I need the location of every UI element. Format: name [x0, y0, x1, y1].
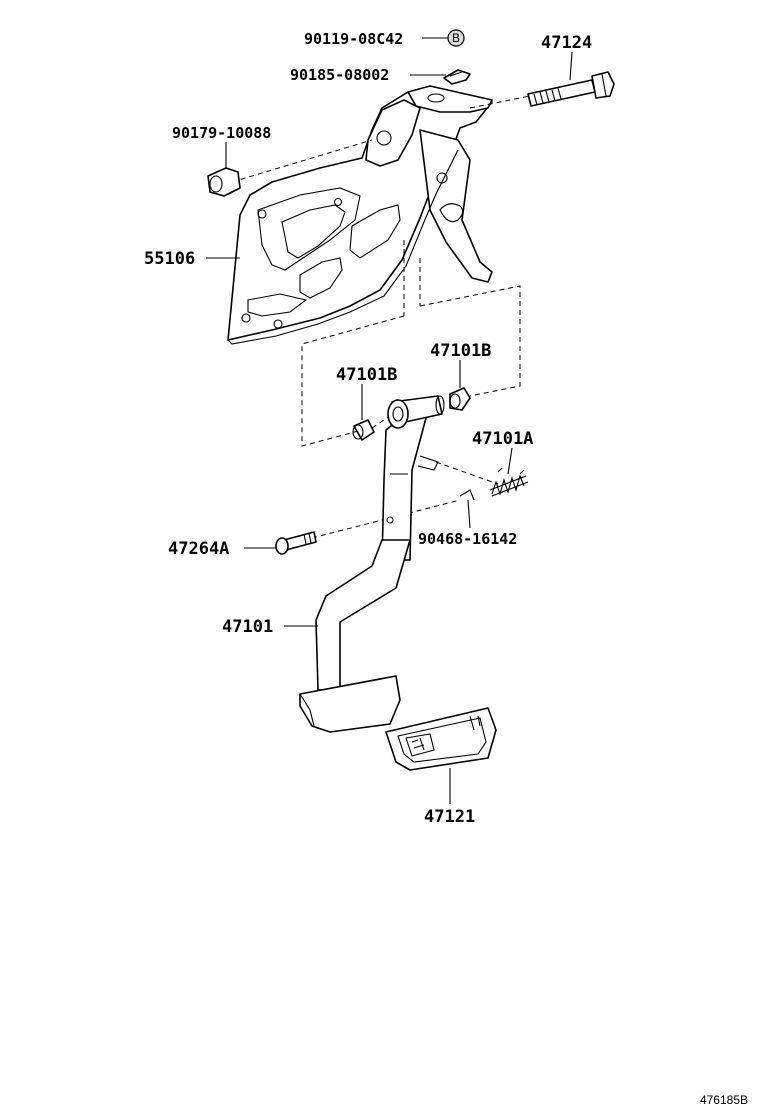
label-47121: 47121 [424, 807, 475, 827]
label-47101b-left: 47101B [336, 365, 397, 385]
label-47264a: 47264A [168, 539, 229, 559]
label-90179-10088: 90179-10088 [172, 124, 271, 142]
part-labels: 90119-08C42 90185-08002 47124 90179-1008… [144, 30, 592, 827]
label-47124: 47124 [541, 33, 592, 53]
bushing-47101b-right [449, 387, 471, 411]
figure-reference: 476185B [700, 1093, 748, 1107]
label-90119-08c42: 90119-08C42 [304, 30, 403, 48]
label-47101a: 47101A [472, 429, 533, 449]
pedal-bracket-55106 [227, 85, 493, 345]
clip-90468 [459, 489, 475, 501]
label-47101: 47101 [222, 617, 273, 637]
pedal-arm-47101 [299, 395, 445, 733]
leader-lines [206, 37, 573, 804]
clip-90185 [443, 69, 471, 85]
pin-47264a [275, 531, 317, 555]
label-90185-08002: 90185-08002 [290, 66, 389, 84]
nut-90179 [207, 167, 241, 197]
marker-b-label: B [452, 31, 460, 45]
label-55106: 55106 [144, 249, 195, 269]
spring-47101a [489, 467, 529, 497]
label-90468-16142: 90468-16142 [418, 530, 517, 548]
label-47101b-right: 47101B [430, 341, 491, 361]
bolt-47124 [527, 71, 615, 107]
bushing-47101b-left [352, 419, 375, 441]
pedal-pad-47121 [385, 707, 497, 771]
marker-b: B [447, 29, 465, 47]
